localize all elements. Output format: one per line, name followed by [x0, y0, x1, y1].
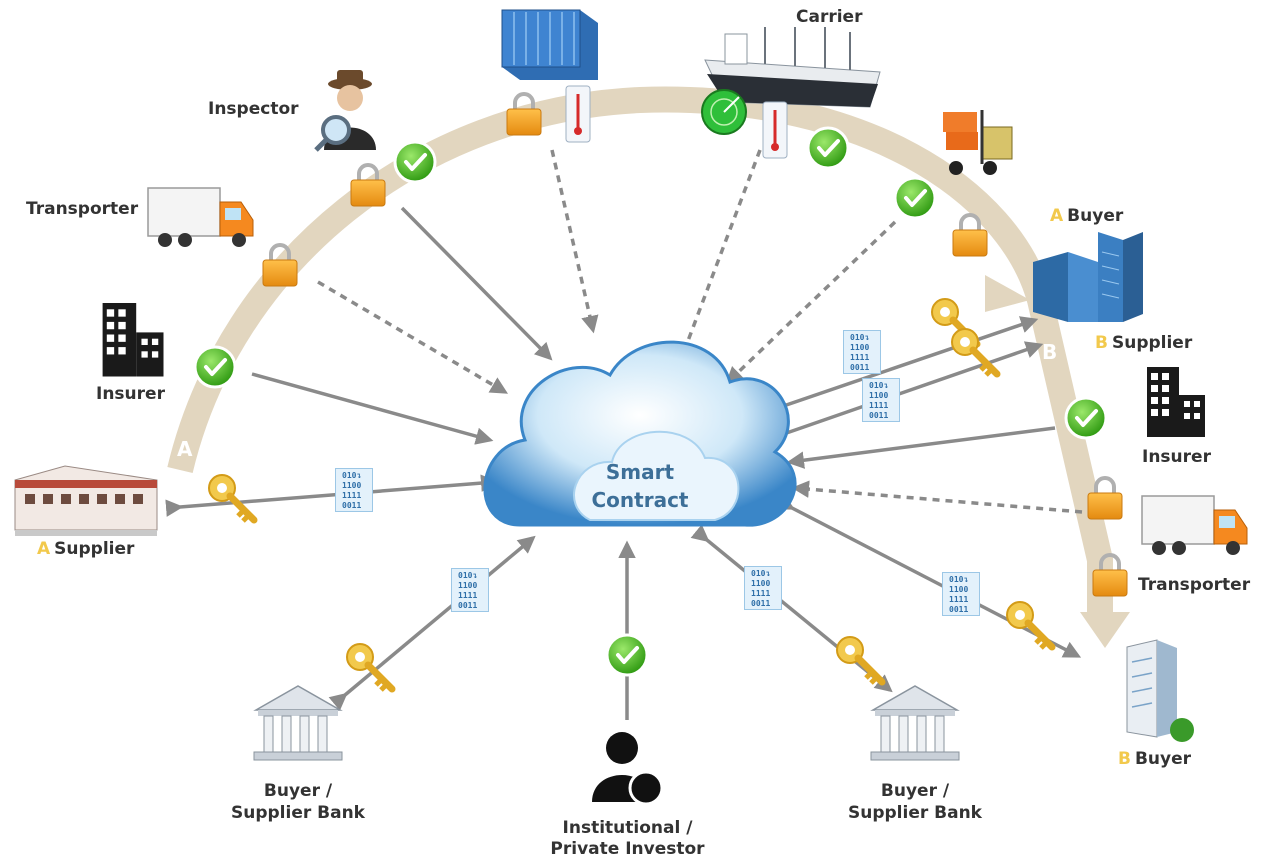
arrow-insurer-left	[251, 372, 494, 445]
label-insurer-right: Insurer	[1142, 447, 1211, 467]
smart-contract-label: Smart Contract	[591, 460, 689, 512]
label-bank-right: Buyer / Supplier Bank	[847, 781, 982, 824]
truck-icon-right	[1141, 495, 1248, 556]
route-mark: A	[1050, 206, 1064, 226]
route-mark: B	[1118, 749, 1131, 769]
dotted-arrow-container	[550, 149, 599, 334]
smart-contract-cloud-icon	[483, 340, 797, 527]
key-icon	[347, 644, 392, 690]
key-icon	[209, 475, 254, 521]
padlock-icon	[505, 92, 543, 137]
route-arc	[167, 86, 1113, 615]
forklift-icon	[943, 110, 1013, 175]
label-bank-left: Buyer / Supplier Bank	[230, 781, 365, 824]
investor-icon	[592, 732, 664, 806]
dotted-arrow-transporter-left	[317, 280, 509, 394]
arrow-buyer-a-2	[758, 341, 1044, 450]
office-building-icon-right	[1147, 367, 1205, 437]
checkmark-icon	[605, 633, 649, 677]
route-arrow-head-top	[985, 275, 1030, 312]
skyscraper-icon-buyer-a	[1033, 232, 1143, 322]
route-letter-a: A	[177, 437, 193, 461]
dotted-arrow-ship	[676, 149, 762, 366]
checkmark-icon	[893, 176, 937, 220]
label-investor: Institutional / Private Investor	[550, 818, 705, 860]
label-insurer-left: Insurer	[96, 384, 165, 404]
route-mark: B	[1095, 333, 1108, 353]
route-letter-b: B	[1042, 340, 1058, 364]
cargo-ship-icon	[704, 27, 881, 108]
label-carrier: Carrier	[796, 7, 863, 27]
label-transporter-left: Transporter	[26, 199, 139, 219]
skyscraper-icon-buyer-b	[1126, 639, 1194, 742]
office-building-icon-left	[102, 303, 164, 377]
factory-icon	[14, 465, 158, 536]
route-arrow-head-bottom	[1080, 612, 1130, 648]
checkmark-icon	[393, 140, 437, 184]
checkmark-icon	[193, 345, 237, 389]
shipping-container-icon	[501, 9, 598, 80]
bank-icon-left	[253, 685, 343, 761]
checkmark-icon	[806, 126, 850, 170]
dotted-arrow-transporter-right	[791, 480, 1083, 514]
arrow-bank-right	[690, 524, 893, 693]
route-mark: A	[37, 539, 51, 559]
label-inspector: Inspector	[208, 99, 299, 119]
thermometer-icon-2	[762, 101, 788, 159]
inspector-icon	[314, 70, 376, 152]
truck-icon-left	[147, 187, 254, 248]
arrow-inspector	[400, 206, 553, 361]
thermometer-icon	[565, 85, 591, 143]
key-icon	[1007, 602, 1052, 648]
radar-icon	[701, 89, 747, 135]
label-transporter-right: Transporter	[1138, 575, 1251, 595]
key-icon	[837, 637, 882, 683]
bank-icon-right	[870, 685, 960, 761]
checkmark-icon	[1064, 396, 1108, 440]
arrow-insurer-right	[786, 426, 1056, 469]
